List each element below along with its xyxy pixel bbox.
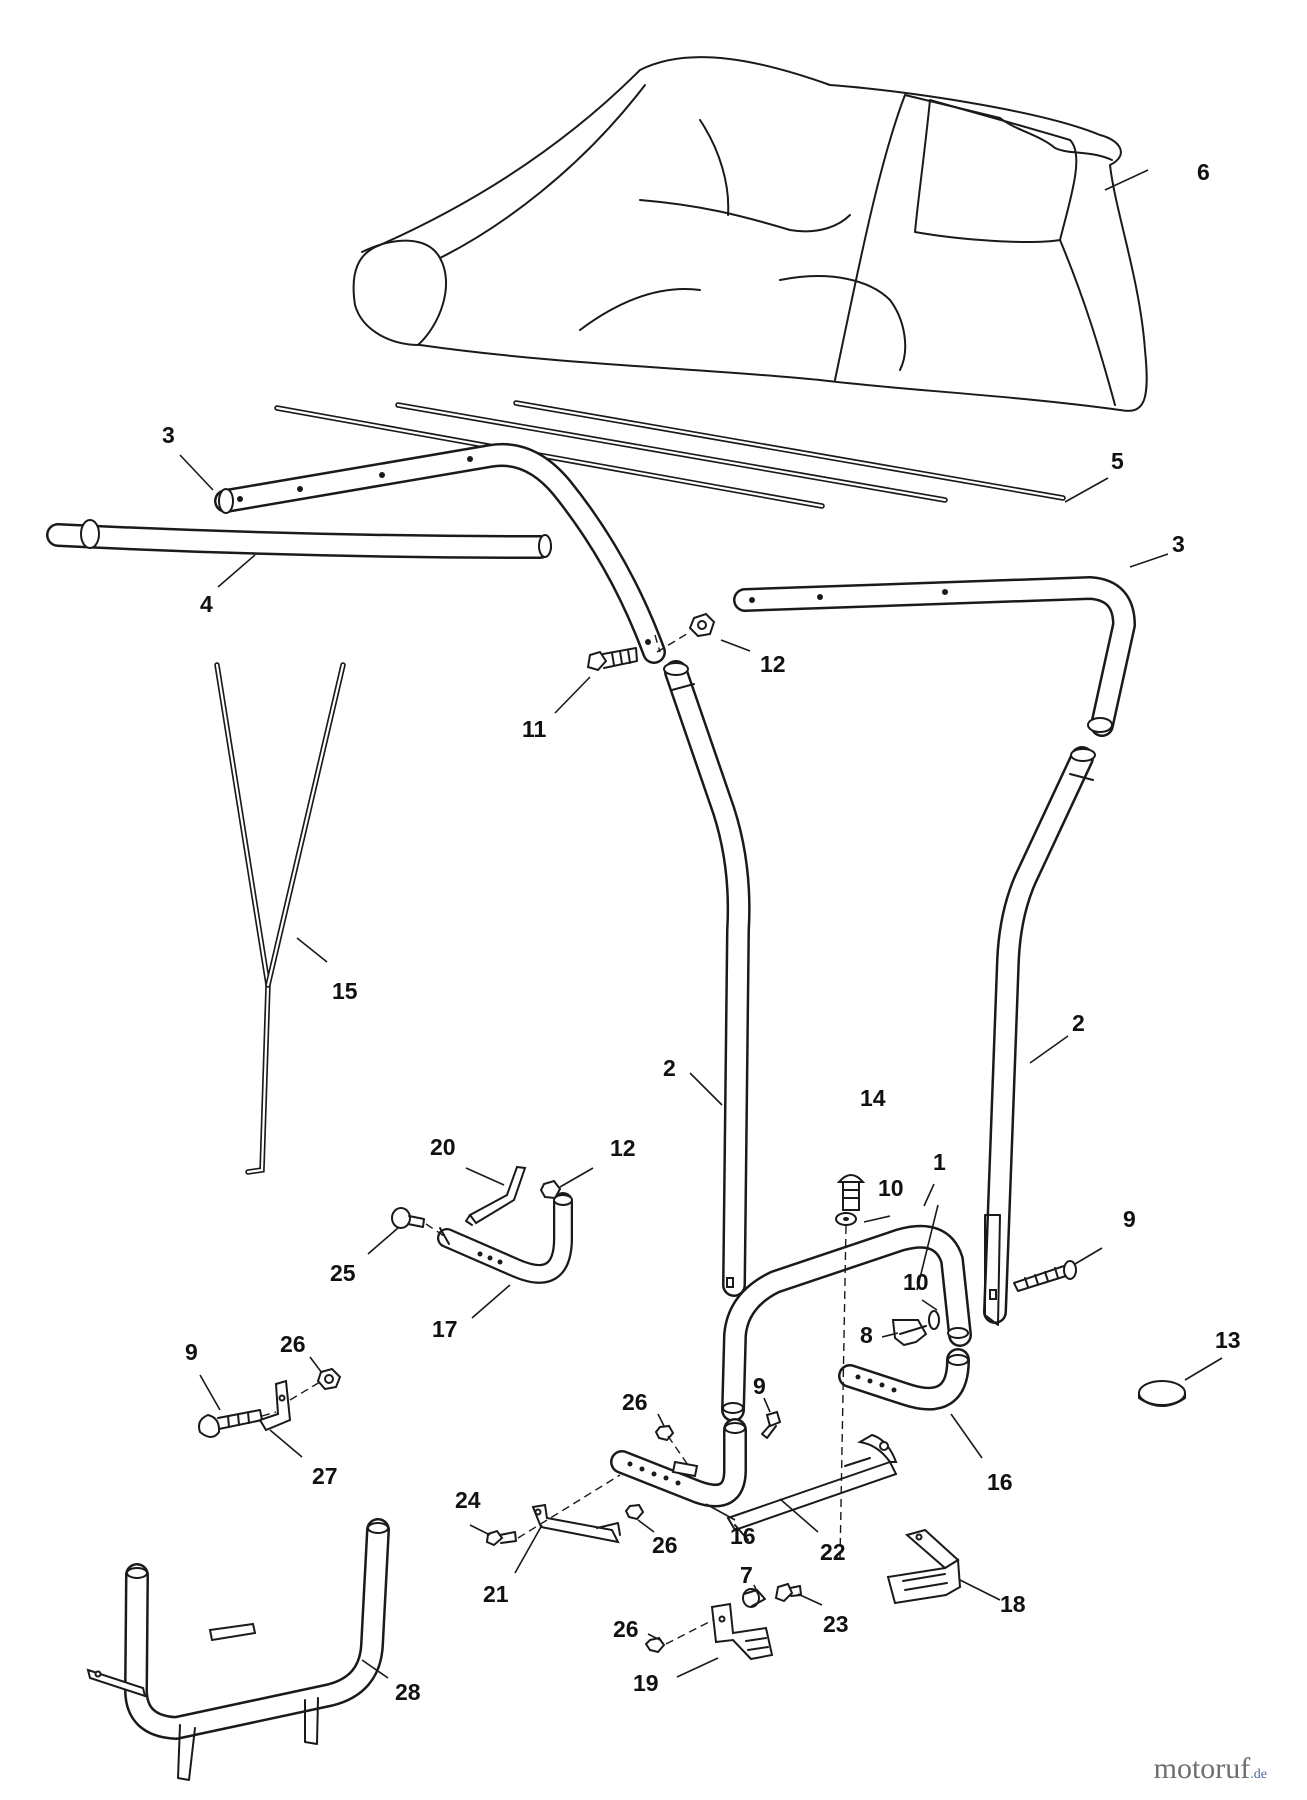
base-frame-28	[86, 1518, 390, 1781]
callout-17: 17	[432, 1316, 458, 1342]
callout-4: 4	[200, 591, 213, 617]
watermark-brand: motoruf	[1153, 1752, 1251, 1785]
upper-frame-right	[733, 576, 1136, 737]
bolt-9-middle	[761, 1410, 782, 1439]
callout-23: 23	[823, 1611, 849, 1637]
socket-tube-right	[838, 1348, 970, 1411]
bracket-21	[531, 1503, 621, 1544]
callout-10-side: 10	[903, 1269, 929, 1295]
bolt-25	[391, 1207, 425, 1229]
callout-25: 25	[330, 1260, 356, 1286]
callout-15: 15	[332, 978, 358, 1004]
end-cap	[1138, 1380, 1186, 1407]
callout-26-left: 26	[280, 1331, 306, 1357]
callout-6: 6	[1197, 159, 1210, 185]
stiffener-rods	[274, 400, 1066, 509]
callout-labels: 3 4 6 5 3 11 12 15 2 2 14 10 1 9 10 8 13…	[162, 159, 1241, 1705]
bolt-24	[485, 1529, 517, 1547]
callout-9-left: 9	[185, 1339, 198, 1365]
bolt-23	[774, 1582, 802, 1603]
callout-28: 28	[395, 1679, 421, 1705]
callout-7: 7	[740, 1562, 753, 1588]
bolt-11	[586, 647, 638, 672]
callout-27: 27	[312, 1463, 338, 1489]
watermark-suffix: .de	[1250, 1767, 1267, 1782]
callout-14: 14	[860, 1085, 886, 1111]
frame-wire	[214, 662, 346, 1175]
nut-12-top	[688, 612, 716, 638]
spacer-7	[742, 1588, 766, 1608]
assembly-lines	[261, 631, 847, 1645]
callout-18: 18	[1000, 1591, 1026, 1617]
base-plate-22	[726, 1433, 898, 1541]
callout-19: 19	[633, 1670, 659, 1696]
grass-bag	[352, 56, 1148, 412]
callout-16-right: 16	[987, 1469, 1013, 1495]
handle-tube-right	[983, 746, 1096, 1326]
knob-8	[891, 1319, 928, 1347]
callout-10-top: 10	[878, 1175, 904, 1201]
watermark-logo: motoruf.de	[1154, 1752, 1267, 1786]
bracket-19	[710, 1602, 774, 1661]
callout-2-left: 2	[663, 1055, 676, 1081]
callout-26-lower: 26	[652, 1532, 678, 1558]
callout-3-right: 3	[1172, 531, 1185, 557]
socket-tube-left	[610, 1418, 747, 1508]
bolt-9-left	[198, 1409, 263, 1438]
callout-12-top: 12	[760, 651, 786, 677]
upper-frame-left	[214, 443, 666, 664]
callout-3-left: 3	[162, 422, 175, 448]
nut-26-left	[316, 1367, 342, 1391]
callout-5: 5	[1111, 448, 1124, 474]
nut-26-lower	[624, 1503, 645, 1521]
main-handle-bracket	[721, 1224, 972, 1422]
callout-26-bottom: 26	[613, 1616, 639, 1642]
callout-13: 13	[1215, 1327, 1241, 1353]
bracket-20	[465, 1165, 527, 1226]
callout-9-middle: 9	[753, 1373, 766, 1399]
bolt-9-right	[1013, 1260, 1077, 1292]
nut-26-bottom	[644, 1636, 666, 1654]
callout-26-middle: 26	[622, 1389, 648, 1415]
callout-22: 22	[820, 1539, 846, 1565]
cross-tube	[46, 519, 552, 559]
washer-10-top	[835, 1212, 857, 1226]
bracket-tube-17	[437, 1192, 573, 1284]
footplate-18	[886, 1528, 962, 1605]
nut-12-small	[539, 1179, 562, 1200]
callout-16-left: 16	[730, 1523, 756, 1549]
bolt-14	[836, 1174, 866, 1211]
callout-21: 21	[483, 1581, 509, 1607]
callout-1: 1	[933, 1149, 946, 1175]
callout-11: 11	[522, 716, 547, 742]
callout-9-right: 9	[1123, 1206, 1136, 1232]
callout-12-small: 12	[610, 1135, 636, 1161]
leader-lines	[179, 169, 1223, 1679]
handle-tube-left	[663, 660, 751, 1297]
callout-2-right: 2	[1072, 1010, 1085, 1036]
bracket-27	[258, 1379, 292, 1432]
callout-24: 24	[455, 1487, 481, 1513]
callout-8: 8	[860, 1322, 873, 1348]
nut-26-upper	[654, 1424, 675, 1442]
callout-20: 20	[430, 1134, 456, 1160]
washer-10-side	[928, 1310, 940, 1330]
